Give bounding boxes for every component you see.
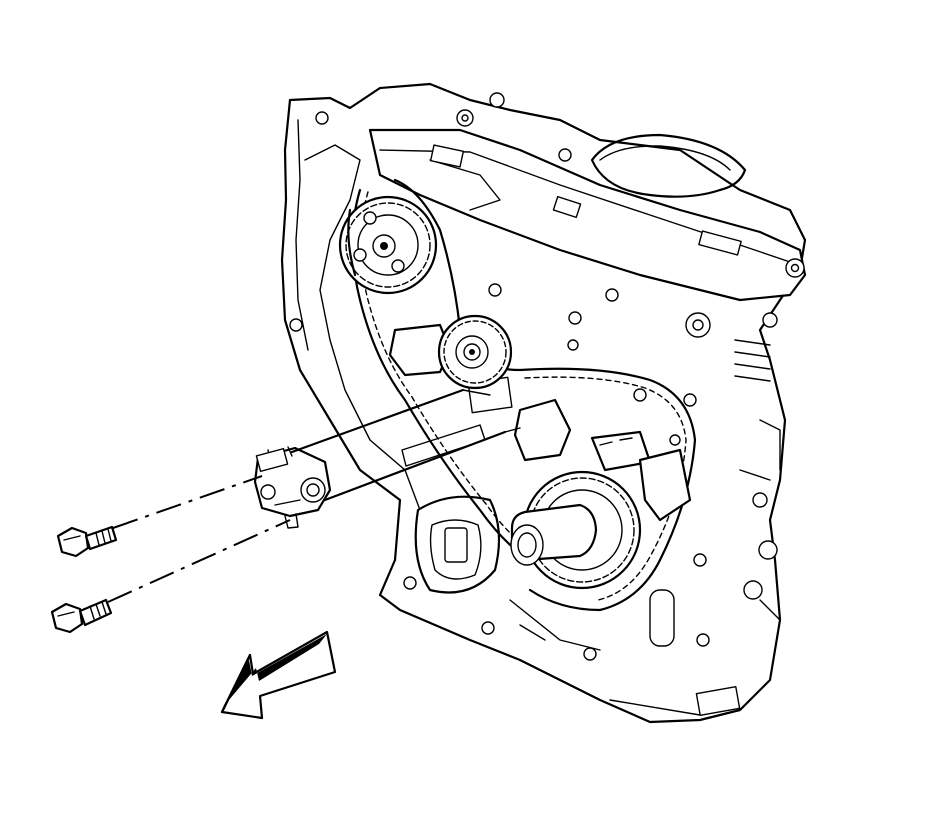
camshaft-sprocket — [338, 195, 438, 295]
crankshaft-sprocket — [510, 470, 642, 590]
chain-tensioner — [253, 446, 332, 529]
chain-guide — [513, 388, 692, 522]
idler-sprocket — [437, 314, 513, 390]
tensioner-bolt-lower — [50, 598, 113, 634]
tensioner-bolt-upper — [56, 525, 118, 558]
front-arrow-icon — [220, 630, 337, 720]
install-guide-lines — [107, 388, 521, 603]
